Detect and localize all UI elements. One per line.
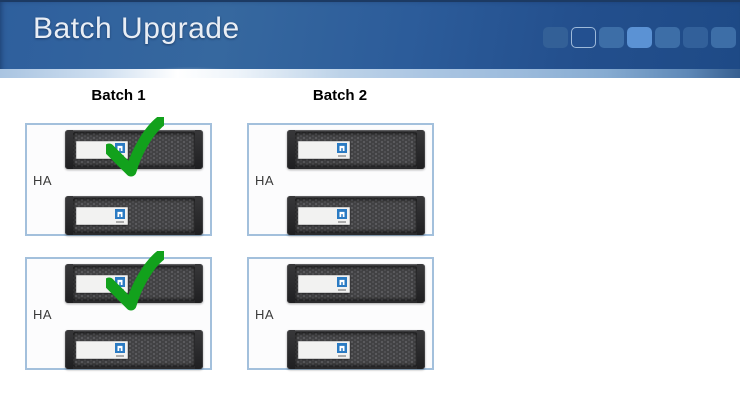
ha-label: HA: [33, 307, 53, 322]
decor-squares-row: [543, 27, 736, 48]
decor-square: [599, 27, 624, 48]
netapp-micro-wordmark: [116, 355, 124, 357]
netapp-logo-icon: [337, 277, 347, 287]
unit-right-rail: [195, 264, 203, 303]
unit-right-rail: [417, 330, 425, 369]
netapp-micro-wordmark: [116, 221, 124, 223]
unit-label-plate: [298, 207, 350, 225]
netapp-logo-icon: [115, 277, 125, 287]
unit-right-rail: [417, 130, 425, 169]
unit-left-rail: [65, 130, 73, 169]
storage-controller-unit: [287, 264, 425, 303]
decor-square: [711, 27, 736, 48]
netapp-logo-icon: [337, 209, 347, 219]
netapp-logo-icon: [115, 209, 125, 219]
unit-label-plate: [76, 207, 128, 225]
ha-pair-box-batch2-bottom: HA: [247, 257, 434, 370]
header-gradient-band: [0, 69, 740, 78]
netapp-logo-icon: [337, 143, 347, 153]
unit-stack: [287, 125, 425, 235]
ha-pair-box-batch1-top: HA: [25, 117, 212, 236]
unit-left-rail: [65, 330, 73, 369]
netapp-micro-wordmark: [338, 355, 346, 357]
unit-left-rail: [287, 264, 295, 303]
decor-square: [627, 27, 652, 48]
unit-label-plate: [298, 341, 350, 359]
storage-controller-unit: [287, 330, 425, 369]
title-bar: Batch Upgrade: [0, 0, 740, 78]
unit-stack: [287, 259, 425, 369]
netapp-logo-icon: [115, 343, 125, 353]
storage-controller-unit: [65, 330, 203, 369]
unit-right-rail: [417, 196, 425, 235]
storage-controller-unit: [65, 196, 203, 235]
unit-left-rail: [65, 196, 73, 235]
unit-right-rail: [195, 330, 203, 369]
check-icon: [106, 117, 164, 177]
unit-label-plate: [298, 141, 350, 159]
slide-title: Batch Upgrade: [33, 12, 240, 45]
unit-left-rail: [65, 264, 73, 303]
ha-label: HA: [255, 173, 275, 188]
netapp-micro-wordmark: [338, 289, 346, 291]
storage-controller-unit: [287, 196, 425, 235]
ha-pair-box-batch2-top: HA: [247, 123, 434, 236]
unit-label-plate: [76, 341, 128, 359]
decor-square: [543, 27, 568, 48]
unit-left-rail: [287, 330, 295, 369]
netapp-logo-icon: [337, 343, 347, 353]
unit-right-rail: [195, 130, 203, 169]
batch-1-heading: Batch 1: [91, 87, 146, 104]
unit-left-rail: [287, 196, 295, 235]
netapp-micro-wordmark: [338, 155, 346, 157]
batch-2-heading: Batch 2: [312, 87, 368, 104]
unit-right-rail: [195, 196, 203, 235]
decor-square: [683, 27, 708, 48]
decor-square: [655, 27, 680, 48]
decor-square: [571, 27, 596, 48]
unit-label-plate: [298, 275, 350, 293]
netapp-logo-icon: [115, 143, 125, 153]
unit-right-rail: [417, 264, 425, 303]
check-icon: [106, 251, 164, 311]
ha-label: HA: [33, 173, 53, 188]
netapp-micro-wordmark: [338, 221, 346, 223]
ha-label: HA: [255, 307, 275, 322]
storage-controller-unit: [287, 130, 425, 169]
ha-pair-box-batch1-bottom: HA: [25, 251, 212, 370]
unit-left-rail: [287, 130, 295, 169]
